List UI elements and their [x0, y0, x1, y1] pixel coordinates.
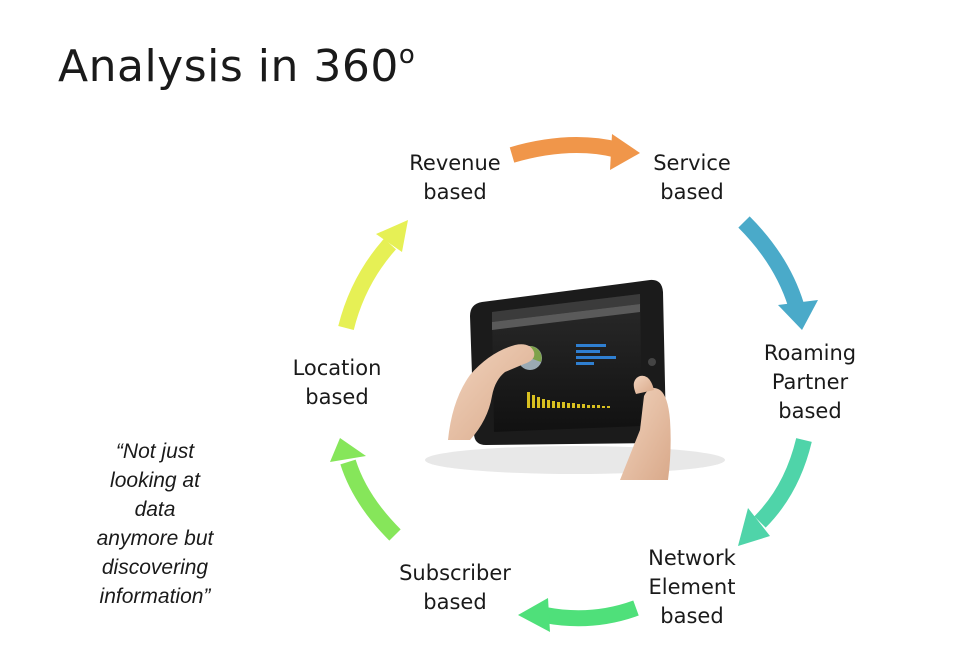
quote-text: “Not just looking at data anymore but di…	[70, 437, 240, 611]
node-label-line: based	[607, 178, 777, 207]
node-label-line: based	[725, 397, 895, 426]
quote-line: “Not just	[70, 437, 240, 466]
arrow-location-to-revenue	[346, 220, 408, 328]
node-network-element-based: Network Element based	[607, 544, 777, 631]
tablet-dashboard-image	[425, 280, 725, 480]
node-label-line: based	[252, 383, 422, 412]
node-label-line: Element	[607, 573, 777, 602]
node-subscriber-based: Subscriber based	[370, 559, 540, 617]
node-label-line: Location	[252, 354, 422, 383]
node-revenue-based: Revenue based	[370, 149, 540, 207]
node-label-line: Network	[607, 544, 777, 573]
quote-line: looking at	[70, 466, 240, 495]
quote-line: discovering	[70, 553, 240, 582]
tablet-home-button	[648, 358, 656, 366]
quote-line: information”	[70, 582, 240, 611]
node-label-line: based	[370, 588, 540, 617]
node-location-based: Location based	[252, 354, 422, 412]
node-label-line: based	[370, 178, 540, 207]
quote-line: anymore but	[70, 524, 240, 553]
node-label-line: Service	[607, 149, 777, 178]
arrow-service-to-roaming	[744, 222, 818, 330]
node-label-line: Subscriber	[370, 559, 540, 588]
node-label-line: Revenue	[370, 149, 540, 178]
node-label-line: Partner	[725, 368, 895, 397]
node-service-based: Service based	[607, 149, 777, 207]
node-label-line: based	[607, 602, 777, 631]
arrow-subscriber-to-location	[330, 438, 395, 535]
node-roaming-partner-based: Roaming Partner based	[725, 339, 895, 426]
node-label-line: Roaming	[725, 339, 895, 368]
arrow-roaming-to-network	[738, 440, 804, 546]
quote-line: data	[70, 495, 240, 524]
